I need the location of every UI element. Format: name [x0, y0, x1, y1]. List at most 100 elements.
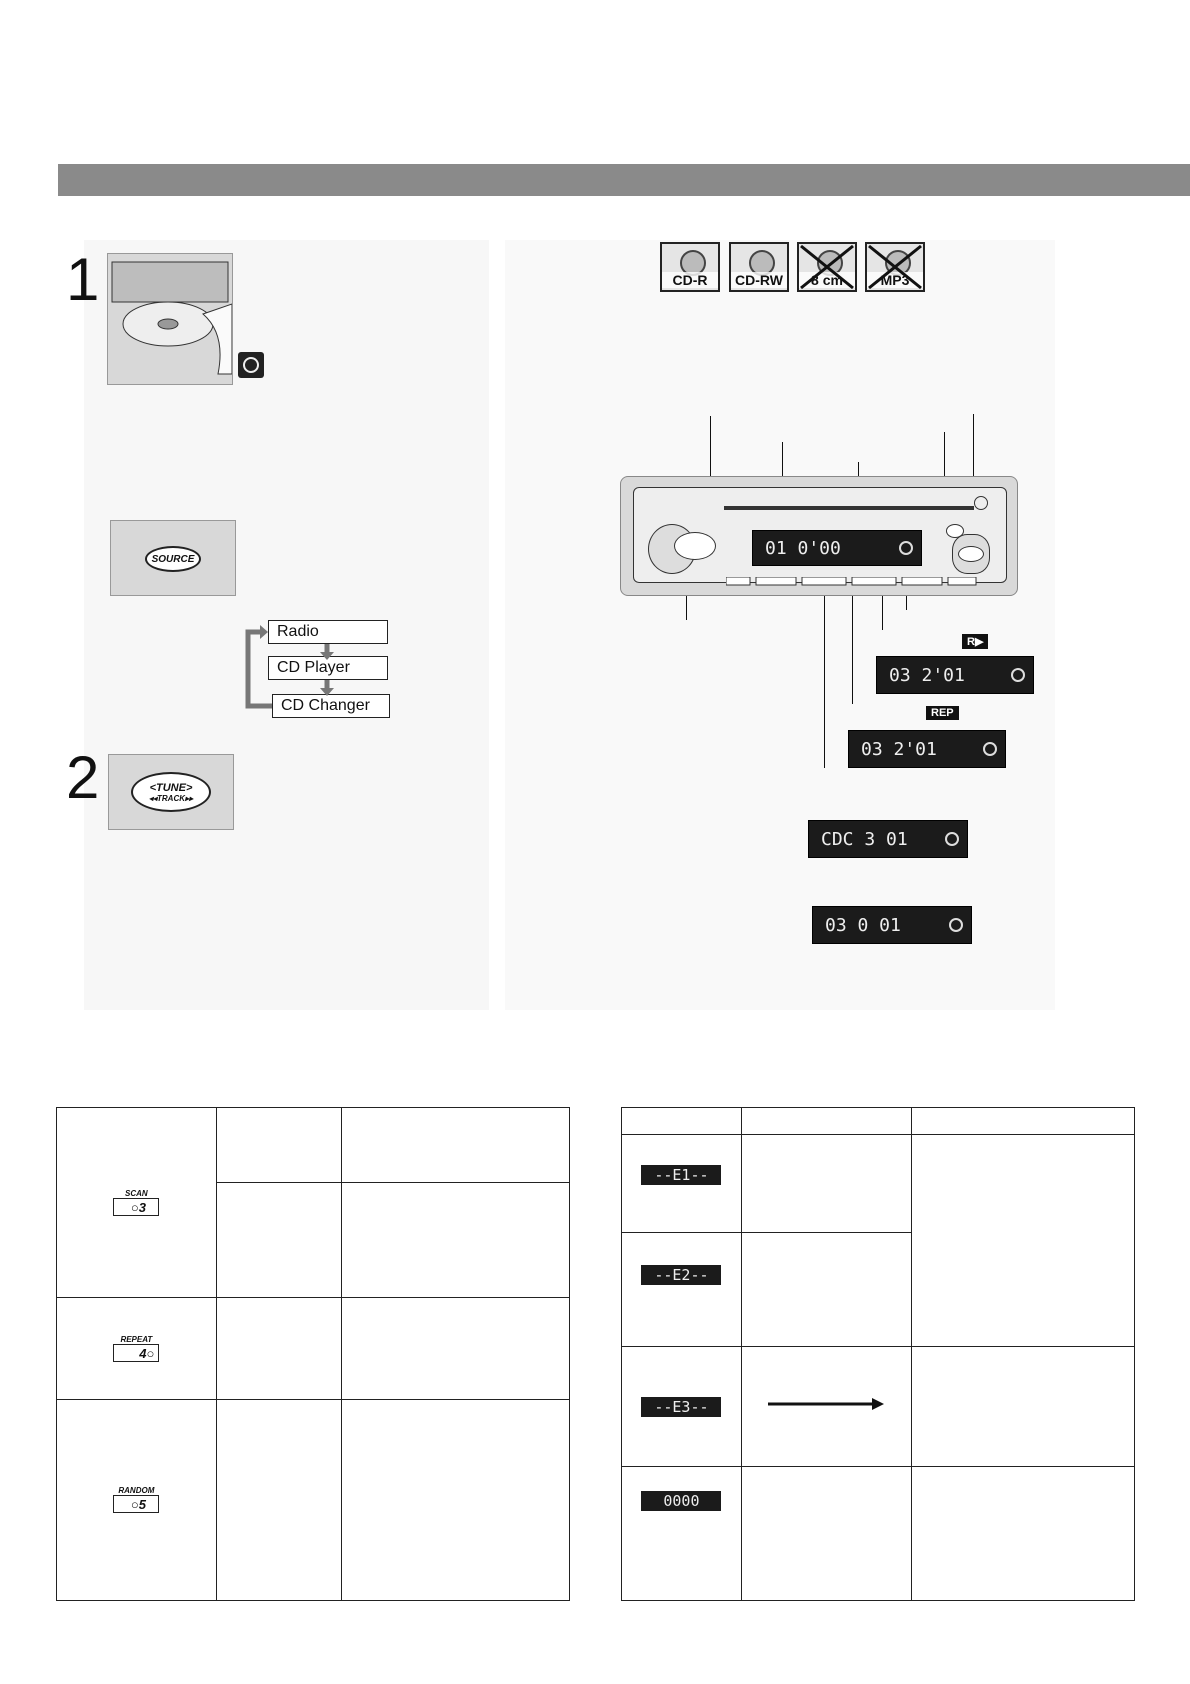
flow-arrows — [245, 625, 334, 709]
section-header-bar — [58, 164, 1190, 196]
radio-front-panel: 01 0'00 — [620, 476, 1018, 596]
step-1-number: 1 — [66, 246, 100, 313]
scan-key-label: SCAN — [125, 1188, 148, 1198]
table-cell — [910, 1466, 1136, 1601]
disc-type-label: CD-RW — [731, 272, 787, 288]
right-arrow-icon — [768, 1398, 885, 1410]
table-cell — [341, 1297, 570, 1400]
table-cell — [910, 1134, 1136, 1347]
track-label: ◂◂TRACK▸▸ — [148, 793, 194, 803]
random-display: 03 2'01 — [876, 656, 1034, 694]
table-cell — [215, 1182, 343, 1298]
tune-track-illustration: <TUNE> ◂◂TRACK▸▸ — [108, 754, 234, 830]
repeat-display: 03 2'01 — [848, 730, 1006, 768]
repeat-tag: REP — [926, 706, 959, 720]
disc-type-mp3: MP3 — [865, 242, 925, 292]
table-cell — [740, 1134, 912, 1233]
source-button-label: SOURCE — [151, 553, 195, 565]
disc-indicator-icon — [945, 832, 959, 846]
disc-type-label: CD-R — [662, 272, 718, 288]
cdc-display-text: CDC 3 01 — [821, 828, 908, 850]
step-2-number: 2 — [66, 744, 100, 811]
arrow-cell — [740, 1346, 912, 1467]
repeat-key-label: REPEAT — [120, 1334, 153, 1344]
disc-type-cd-r: CD-R — [660, 242, 720, 292]
repeat-display-text: 03 2'01 — [861, 738, 937, 760]
flow-cd-changer: CD Changer — [272, 694, 390, 718]
flow-radio: Radio — [268, 620, 388, 644]
error-0000-display: 0000 — [641, 1491, 722, 1511]
callout-line — [710, 416, 711, 526]
error-e1-display: --E1-- — [641, 1165, 722, 1185]
table-cell — [740, 1466, 912, 1601]
table-cell — [215, 1297, 343, 1400]
repeat-key-number: 4 — [139, 1345, 147, 1361]
table-cell — [341, 1399, 570, 1601]
random-tag: R▶ — [962, 634, 989, 649]
disc-icon — [680, 250, 706, 276]
table-header-cell — [621, 1107, 742, 1135]
source-button[interactable]: SOURCE — [145, 546, 201, 572]
scan-display-text: 03 0 01 — [825, 914, 901, 936]
callout-line — [882, 586, 883, 630]
random-display-text: 03 2'01 — [889, 664, 965, 686]
table-cell — [341, 1107, 570, 1183]
disc-type-label: MP3 — [867, 272, 923, 288]
function-keys-table: SCAN ○3 REPEAT 4○ RANDOM ○5 — [56, 1107, 570, 1601]
disc-type-8cm: 8 cm — [797, 242, 857, 292]
display-panel — [505, 240, 1055, 1010]
random-key-body: ○5 — [113, 1495, 160, 1513]
error-e3-display: --E3-- — [641, 1396, 722, 1417]
preset-buttons-row — [725, 574, 994, 586]
random-key[interactable]: RANDOM ○5 — [113, 1486, 160, 1513]
scan-key-cell: SCAN ○3 — [56, 1107, 217, 1298]
scan-display: 03 0 01 — [812, 906, 972, 944]
error-e1-cell: --E1-- — [621, 1134, 742, 1233]
tune-label: <TUNE> — [149, 781, 193, 794]
flow-cd-player: CD Player — [268, 656, 388, 680]
error-e2-display: --E2-- — [641, 1265, 722, 1285]
preset-buttons — [725, 576, 977, 586]
scan-key[interactable]: SCAN ○3 — [113, 1188, 160, 1216]
cd-logo-icon — [238, 352, 264, 378]
table-cell — [215, 1107, 343, 1183]
callout-line — [852, 588, 853, 704]
table-header-cell — [740, 1107, 912, 1135]
table-cell — [910, 1346, 1136, 1467]
disc-insert-icon — [111, 261, 233, 375]
disc-indicator-icon — [983, 742, 997, 756]
main-display-text: 01 0'00 — [765, 537, 841, 559]
repeat-key-body: 4○ — [113, 1343, 160, 1362]
cross-icon — [800, 244, 854, 290]
scan-key-body: ○3 — [113, 1197, 160, 1216]
repeat-key-cell: REPEAT 4○ — [56, 1297, 217, 1400]
disc-indicator-icon — [1011, 668, 1025, 682]
cross-icon — [868, 244, 922, 290]
insert-disc-illustration — [107, 253, 233, 385]
main-display: 01 0'00 — [752, 530, 922, 566]
tune-track-button[interactable]: <TUNE> ◂◂TRACK▸▸ — [131, 772, 211, 812]
disc-indicator-icon — [899, 541, 913, 555]
callout-line — [973, 414, 974, 516]
error-e2-cell: --E2-- — [621, 1232, 742, 1347]
source-button-illustration: SOURCE — [110, 520, 236, 596]
table-header-cell — [910, 1107, 1136, 1135]
disc-slot[interactable] — [724, 506, 974, 510]
eject-indicator — [974, 496, 988, 510]
disc-type-label: 8 cm — [799, 272, 855, 288]
repeat-key[interactable]: REPEAT 4○ — [113, 1334, 160, 1362]
small-button[interactable] — [946, 524, 964, 538]
scan-key-number: 3 — [138, 1199, 146, 1215]
tune-track-button-small[interactable] — [958, 546, 984, 562]
disc-indicator-icon — [949, 918, 963, 932]
error-0000-cell: 0000 — [621, 1466, 742, 1601]
cdc-display: CDC 3 01 — [808, 820, 968, 858]
callout-line — [686, 580, 687, 620]
table-cell — [341, 1182, 570, 1298]
random-key-label: RANDOM — [118, 1486, 155, 1495]
table-cell — [215, 1399, 343, 1601]
random-key-number: 5 — [138, 1497, 146, 1512]
faceplate: 01 0'00 — [633, 487, 1007, 586]
source-knob-button[interactable] — [674, 532, 716, 560]
callout-line — [944, 432, 945, 516]
